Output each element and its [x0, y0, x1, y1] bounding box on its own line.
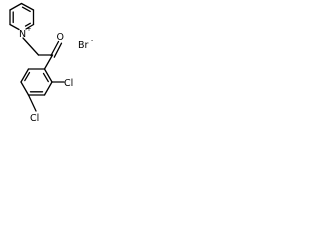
bromide-label: Br [78, 40, 89, 51]
bond-c6-n [25, 23, 35, 30]
chlorine-ortho-label: Cl [64, 78, 73, 89]
double-bond-c4-c5 [21, 6, 31, 13]
bond-a6-a1 [43, 68, 53, 83]
carbonyl-bond-2 [53, 42, 63, 58]
linker [22, 37, 63, 70]
nitrogen-charge: + [27, 26, 32, 33]
pyridinium-ring [9, 2, 35, 31]
bromide-charge: - [91, 37, 93, 44]
carbonyl-bond-1 [50, 40, 60, 57]
bond-a5-a6 [43, 81, 53, 96]
double-bond-a2-a3 [24, 71, 31, 82]
chlorine-para-label: Cl [30, 113, 39, 124]
double-bond-a6-a1 [42, 72, 49, 83]
bond-co-ring [43, 54, 54, 70]
nitrogen-label: N [19, 29, 26, 40]
bond-a3-a4 [20, 81, 30, 96]
bond-n-ch2 [22, 37, 40, 56]
bond-c3-c4 [9, 2, 23, 11]
oxygen-label: O [57, 32, 64, 43]
structure-diagram: N + O Br - Cl Cl [9, 2, 93, 124]
double-bond-c6-n [24, 22, 31, 27]
bond-c4-c5 [20, 2, 35, 11]
bond-ring-cl-para [27, 94, 37, 112]
dichlorophenyl-ring [20, 68, 53, 96]
bond-a2-a3 [20, 68, 30, 83]
bond-n-c2 [9, 23, 20, 31]
